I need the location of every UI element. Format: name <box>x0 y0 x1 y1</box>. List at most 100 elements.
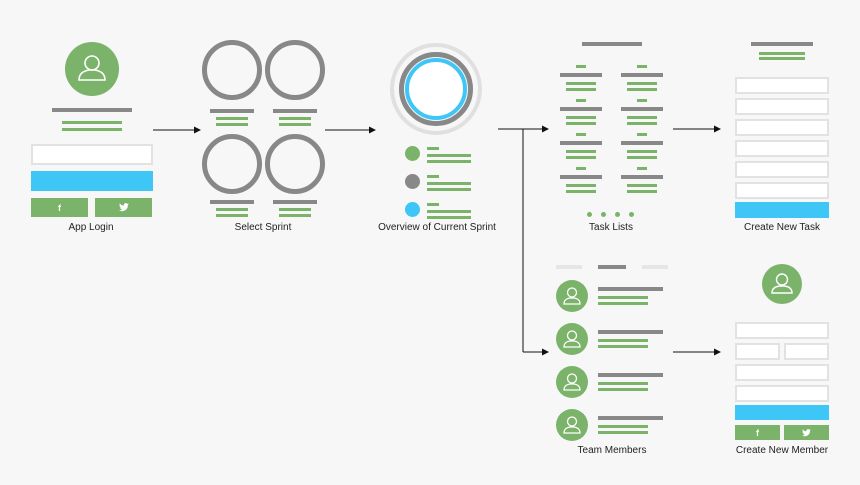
sprint-detail-line <box>279 117 311 120</box>
member-form-field[interactable] <box>735 322 829 339</box>
member-avatar[interactable] <box>556 280 588 312</box>
sprint-title-line <box>273 109 317 113</box>
task-line <box>627 156 657 159</box>
task-line <box>627 116 657 119</box>
member-detail-line <box>598 345 648 348</box>
caption-select-sprint: Select Sprint <box>234 222 292 233</box>
task-header-line <box>560 73 602 77</box>
task-lists-title-line <box>582 42 642 46</box>
caption-app-login: App Login <box>68 222 114 233</box>
member-detail-line <box>598 302 648 305</box>
sprint-circle[interactable] <box>265 40 325 100</box>
caption-create-member: Create New Member <box>735 445 829 456</box>
task-header-line <box>621 141 663 145</box>
task-line <box>566 82 596 85</box>
task-header-line <box>621 175 663 179</box>
member-form-field[interactable] <box>735 364 829 381</box>
status-value-line <box>427 210 471 213</box>
tab-inactive[interactable] <box>642 265 668 269</box>
pagination-dot[interactable] <box>601 212 606 217</box>
login-username-field[interactable] <box>31 144 153 165</box>
pagination-dot[interactable] <box>587 212 592 217</box>
sprint-progress-inner <box>405 58 467 120</box>
sprint-detail-line <box>279 214 311 217</box>
member-detail-line <box>598 382 648 385</box>
pagination-dot[interactable] <box>629 212 634 217</box>
member-avatar[interactable] <box>556 366 588 398</box>
facebook-icon: f <box>756 427 759 438</box>
task-form-field[interactable] <box>735 77 829 94</box>
task-mini-line <box>637 65 647 68</box>
member-form-field[interactable] <box>735 385 829 402</box>
task-mini-line <box>576 65 586 68</box>
create-task-title-line <box>751 42 813 46</box>
sprint-circle[interactable] <box>265 134 325 194</box>
status-value-line <box>427 188 471 191</box>
member-detail-line <box>598 388 648 391</box>
user-icon <box>563 330 581 348</box>
member-name-line <box>598 416 663 420</box>
task-form-field[interactable] <box>735 161 829 178</box>
login-subtitle-line <box>62 121 122 124</box>
facebook-connect-button[interactable]: f <box>735 425 780 440</box>
member-avatar[interactable] <box>556 323 588 355</box>
login-button[interactable] <box>31 171 153 191</box>
task-mini-line <box>637 99 647 102</box>
member-detail-line <box>598 425 648 428</box>
create-task-button[interactable] <box>735 202 829 218</box>
task-header-line <box>560 141 602 145</box>
task-header-line <box>621 107 663 111</box>
sprint-detail-line <box>279 123 311 126</box>
status-value-line <box>427 160 471 163</box>
task-line <box>627 190 657 193</box>
user-icon <box>563 373 581 391</box>
task-line <box>627 88 657 91</box>
login-avatar <box>65 42 119 96</box>
tab-inactive[interactable] <box>556 265 582 269</box>
facebook-icon: f <box>58 202 61 213</box>
tab-active[interactable] <box>598 265 626 269</box>
status-dot-in-progress <box>405 202 420 217</box>
facebook-login-button[interactable]: f <box>31 198 88 217</box>
create-member-button[interactable] <box>735 405 829 420</box>
sprint-title-line <box>210 109 254 113</box>
task-line <box>566 150 596 153</box>
sprint-title-line <box>273 200 317 204</box>
user-icon <box>78 55 106 81</box>
sprint-circle[interactable] <box>202 40 262 100</box>
task-form-field[interactable] <box>735 140 829 157</box>
task-form-field[interactable] <box>735 119 829 136</box>
task-form-field[interactable] <box>735 98 829 115</box>
task-header-line <box>621 73 663 77</box>
sprint-circle[interactable] <box>202 134 262 194</box>
login-title-line <box>52 108 132 112</box>
new-member-avatar[interactable] <box>762 264 802 304</box>
twitter-login-button[interactable] <box>95 198 152 217</box>
member-avatar[interactable] <box>556 409 588 441</box>
task-form-field[interactable] <box>735 182 829 199</box>
sprint-progress-ring-outer <box>390 43 482 135</box>
member-first-name-field[interactable] <box>735 343 780 360</box>
member-name-line <box>598 330 663 334</box>
sprint-detail-line <box>279 208 311 211</box>
user-icon <box>563 416 581 434</box>
task-line <box>627 122 657 125</box>
caption-create-task: Create New Task <box>744 222 820 233</box>
status-value-line <box>427 216 471 219</box>
caption-task-lists: Task Lists <box>589 222 633 233</box>
twitter-connect-button[interactable] <box>784 425 829 440</box>
task-line <box>566 190 596 193</box>
twitter-icon <box>118 203 129 212</box>
sprint-title-line <box>210 200 254 204</box>
task-line <box>627 150 657 153</box>
task-line <box>566 122 596 125</box>
task-mini-line <box>637 133 647 136</box>
status-value-line <box>427 154 471 157</box>
task-line <box>566 116 596 119</box>
task-mini-line <box>576 133 586 136</box>
task-line <box>566 88 596 91</box>
sprint-detail-line <box>216 117 248 120</box>
member-last-name-field[interactable] <box>784 343 829 360</box>
pagination-dot[interactable] <box>615 212 620 217</box>
